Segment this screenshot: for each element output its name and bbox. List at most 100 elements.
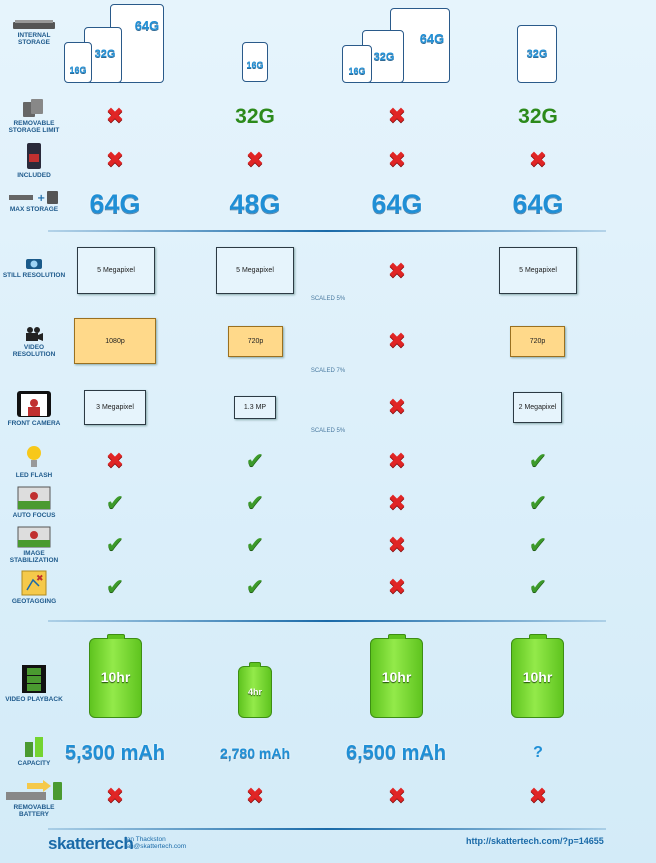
max-storage-value: 48G: [229, 188, 281, 219]
no-mark-icon: ✖: [105, 104, 125, 129]
check-mark-icon: ✔: [105, 491, 125, 516]
section-divider: [48, 828, 606, 830]
no-mark-icon: ✖: [387, 449, 407, 474]
front-camera-box: 2 Megapixel: [513, 392, 562, 423]
removable-battery-label: REMOVABLE BATTERY: [0, 780, 68, 818]
chip-plus-card-icon: +: [9, 191, 58, 204]
image-stabilization-label: IMAGE STABILIZATION: [2, 526, 66, 564]
image-stabilization-photo-icon: [17, 526, 51, 548]
max-storage-value: 64G: [371, 188, 423, 219]
row-removable-battery: REMOVABLE BATTERY ✖ ✖ ✖ ✖: [0, 776, 656, 818]
no-mark-icon: ✖: [387, 329, 407, 354]
memory-cards-icon: [23, 99, 43, 117]
row-removable-storage-limit: REMOVABLE STORAGE LIMIT ✖ 32G ✖ 32G: [0, 96, 656, 138]
video-resolution-box: 1080p: [74, 318, 156, 364]
section-divider: [48, 620, 606, 622]
check-mark-icon: ✔: [528, 575, 548, 600]
author-email[interactable]: ian@skattertech.com: [125, 843, 187, 850]
removable-limit-value: 32G: [518, 105, 558, 128]
no-mark-icon: ✖: [387, 533, 407, 558]
still-resolution-box: 5 Megapixel: [77, 247, 155, 294]
still-resolution-label: STILL RESOLUTION: [2, 256, 66, 279]
camera-icon: [26, 259, 42, 269]
storage-card-16g: 16G: [64, 42, 92, 83]
svg-text:+: +: [37, 193, 45, 204]
no-mark-icon: ✖: [387, 491, 407, 516]
video-resolution-box: 720p: [228, 326, 283, 357]
geotagging-label: ✖ GEOTAGGING: [2, 570, 66, 605]
sd-card-icon: [27, 143, 41, 169]
front-camera-label: FRONT CAMERA: [2, 390, 66, 427]
capacity-value: 5,300 mAh: [64, 741, 166, 764]
internal-storage-label: INTERNAL STORAGE: [2, 20, 66, 46]
capacity-value: 6,500 mAh: [345, 741, 447, 764]
still-resolution-box: 5 Megapixel: [499, 247, 577, 294]
no-mark-icon: ✖: [387, 395, 407, 420]
led-flash-label: LED FLASH: [2, 444, 66, 479]
check-mark-icon: ✔: [528, 533, 548, 558]
no-mark-icon: ✖: [245, 784, 265, 809]
svg-text:✖: ✖: [36, 574, 44, 584]
check-mark-icon: ✔: [245, 533, 265, 558]
author-name: Ian Thackston: [125, 836, 166, 843]
still-resolution-box: 5 Megapixel: [216, 247, 294, 294]
check-mark-icon: ✔: [528, 449, 548, 474]
row-still-resolution: STILL RESOLUTION 5 Megapixel 5 Megapixel…: [0, 244, 656, 300]
capacity-unknown: ?: [533, 744, 543, 761]
max-storage-label: + MAX STORAGE: [2, 190, 66, 213]
light-bulb-icon: [27, 446, 41, 467]
row-front-camera: FRONT CAMERA 3 Megapixel 1.3 MP ✖ 2 Mega…: [0, 386, 656, 430]
row-auto-focus: AUTO FOCUS ✔ ✔ ✖ ✔: [0, 484, 656, 524]
no-mark-icon: ✖: [105, 148, 125, 173]
skattertech-logo: skattertech: [48, 834, 134, 853]
battery-10hr: 10hr: [89, 634, 142, 718]
no-mark-icon: ✖: [528, 784, 548, 809]
battery-10hr: 10hr: [511, 634, 564, 718]
check-mark-icon: ✔: [105, 575, 125, 600]
video-playback-label: VIDEO PLAYBACK: [2, 664, 66, 703]
row-internal-storage: INTERNAL STORAGE 64G 32G 16G 16G 64G 32G…: [0, 0, 656, 92]
front-camera-box: 3 Megapixel: [84, 390, 146, 425]
section-divider: [48, 230, 606, 232]
scaled-note: SCALED 5%: [310, 296, 346, 302]
no-mark-icon: ✖: [245, 148, 265, 173]
video-resolution-box: 720p: [510, 326, 565, 357]
no-mark-icon: ✖: [528, 148, 548, 173]
check-mark-icon: ✔: [528, 491, 548, 516]
battery-10hr: 10hr: [370, 634, 423, 718]
check-mark-icon: ✔: [105, 533, 125, 558]
max-storage-value: 64G: [512, 188, 564, 219]
row-video-playback: VIDEO PLAYBACK 10hr 4hr 10hr 10hr: [0, 632, 656, 728]
no-mark-icon: ✖: [387, 575, 407, 600]
check-mark-icon: ✔: [245, 491, 265, 516]
no-mark-icon: ✖: [387, 104, 407, 129]
row-video-resolution: VIDEO RESOLUTION 1080p 720p ✖ 720p: [0, 316, 656, 368]
film-strip-icon: [22, 665, 46, 693]
no-mark-icon: ✖: [105, 449, 125, 474]
storage-card-16g: 16G: [242, 42, 268, 82]
scaled-note: SCALED 7%: [310, 368, 346, 374]
source-url-link[interactable]: http://skattertech.com/?p=14655: [466, 836, 604, 846]
author-credit: Ian Thackston ian@skattertech.com: [125, 836, 186, 850]
included-label: INCLUDED: [2, 142, 66, 179]
front-camera-box: 1.3 MP: [234, 396, 276, 419]
capacity-label: CAPACITY: [2, 734, 66, 767]
removable-limit-value: 32G: [235, 105, 275, 128]
map-pin-icon: ✖: [21, 570, 47, 596]
row-max-storage: + MAX STORAGE 64G 48G 64G 64G: [0, 184, 656, 224]
video-camera-icon: [26, 327, 43, 341]
max-storage-value: 64G: [89, 188, 141, 219]
row-capacity: CAPACITY 5,300 mAh 2,780 mAh 6,500 mAh ?: [0, 734, 656, 772]
no-mark-icon: ✖: [387, 148, 407, 173]
check-mark-icon: ✔: [245, 449, 265, 474]
battery-arrow-icon: [6, 780, 62, 800]
no-mark-icon: ✖: [105, 784, 125, 809]
scaled-note: SCALED 5%: [310, 428, 346, 434]
capacity-value: 2,780 mAh: [219, 745, 291, 761]
auto-focus-label: AUTO FOCUS: [2, 486, 66, 519]
storage-chip-icon: [13, 20, 55, 29]
video-resolution-label: VIDEO RESOLUTION: [2, 326, 66, 358]
front-camera-phone-icon: [17, 391, 51, 417]
check-mark-icon: ✔: [245, 575, 265, 600]
